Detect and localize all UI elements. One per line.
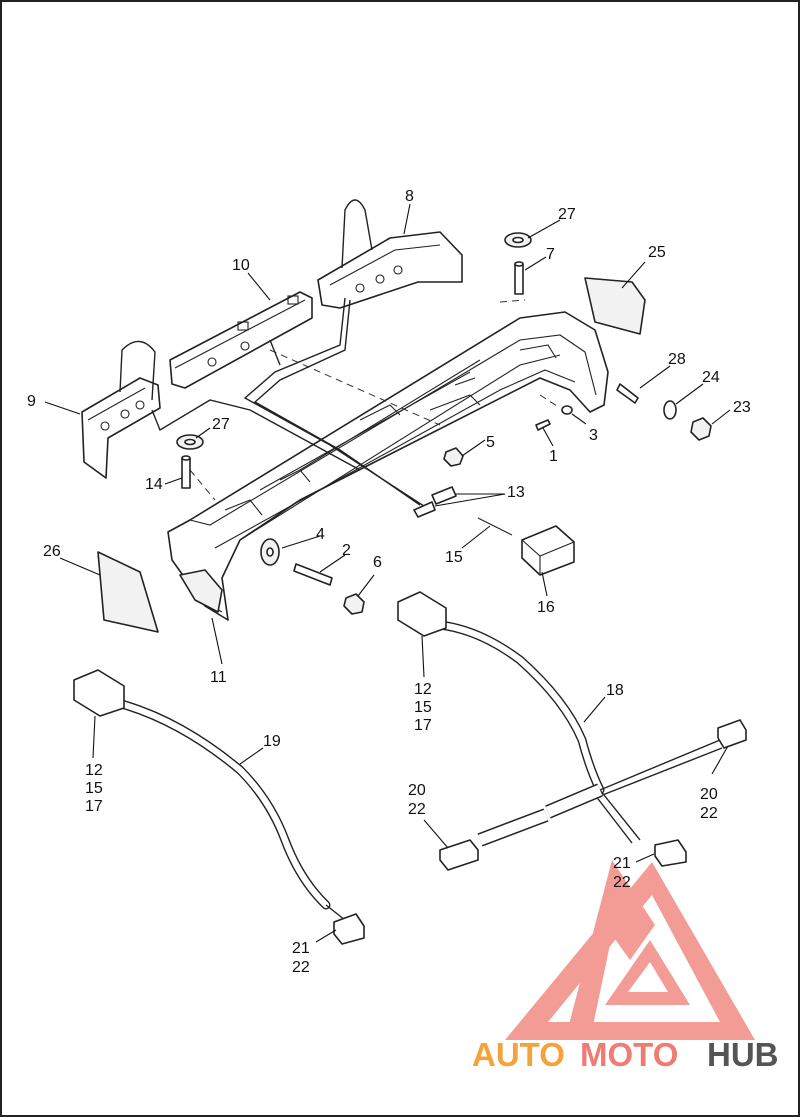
terminal-pin-15 [477,517,513,536]
callout-19-bottom-l1: 21 [292,940,310,957]
watermark-moto: MOTO [580,1036,678,1073]
watermark-auto: AUTO [472,1036,565,1073]
callout-13: 13 [507,484,525,501]
washer-4 [260,538,280,566]
callout-18-bottom-l2: 22 [613,874,631,891]
pad-26 [97,551,159,633]
callout-23: 23 [733,399,751,416]
connector-18-top [397,591,447,637]
light-assembly-right [317,231,463,309]
callout-group-18-top: 12 15 17 [414,681,436,734]
callout-18: 18 [606,682,624,699]
callout-7: 7 [546,246,555,263]
callout-27-top: 27 [558,206,576,223]
callout-19-top-l1: 12 [85,762,103,779]
light-wire-main-2 [253,299,421,506]
harness-18 [397,591,747,871]
callout-18-top-l3: 17 [414,717,432,734]
callout-18-left-l1: 20 [408,782,426,799]
screw-1 [535,419,551,431]
callout-28: 28 [668,351,686,368]
callout-10: 10 [232,257,250,274]
callout-18-right-l2: 22 [700,805,718,822]
washer-24 [663,400,677,420]
nut-23 [690,417,712,441]
nut-6 [343,593,365,615]
light-wire-main [243,297,431,511]
callout-11: 11 [210,669,227,686]
light-wire-loop-left [119,340,156,401]
connector-19-bottom [333,913,365,945]
pin-7 [514,261,524,295]
callout-9: 9 [27,393,36,410]
washer-27-left [176,434,204,450]
callout-27-left: 27 [212,416,230,433]
callout-4: 4 [316,526,325,543]
callout-5: 5 [486,434,495,451]
callout-25: 25 [648,244,666,261]
guide-line-4 [539,394,561,409]
watermark-text: AUTO MOTO HUB [472,1036,779,1073]
nut-5 [443,447,464,467]
callout-18-top-l2: 15 [414,699,432,716]
watermark-hub: HUB [707,1036,779,1073]
washer-3 [561,405,573,415]
callout-3: 3 [589,427,598,444]
terminals-13 [413,486,457,518]
light-wire-left [151,399,361,471]
leader-lines [44,203,731,943]
callout-16: 16 [537,599,555,616]
light-assembly-center [169,291,313,389]
stud-28 [616,383,639,404]
connector-18-bottom [654,839,687,867]
callout-2: 2 [342,542,351,559]
guide-line-2 [499,299,526,303]
harness-19 [73,669,365,945]
watermark-logo [505,860,755,1040]
callout-19-bottom-l2: 22 [292,959,310,976]
callout-labels: 8 9 10 27 7 25 28 24 23 3 1 5 27 14 13 4… [27,188,751,976]
callout-18-bottom-l1: 21 [613,855,631,872]
washer-27-top [504,232,532,248]
pin-14 [181,455,191,489]
callout-14: 14 [145,476,163,493]
callout-15: 15 [445,549,463,566]
connector-16 [521,525,575,576]
callout-group-18-bottom: 21 22 [613,855,635,891]
light-assembly-left [81,377,161,479]
callout-group-18-right: 20 22 [700,786,722,822]
callout-8: 8 [405,188,414,205]
callout-26: 26 [43,543,61,560]
pad-25 [584,277,646,335]
callout-group-19-top: 12 15 17 [85,762,107,815]
callout-19-top-l3: 17 [85,798,103,815]
callout-group-19-bottom: 21 22 [292,940,314,976]
callout-19: 19 [263,733,281,750]
connector-18-right [717,719,747,749]
callout-19-top-l2: 15 [85,780,103,797]
callout-6: 6 [373,554,382,571]
guide-line-3 [189,469,216,501]
callout-18-right-l1: 20 [700,786,718,803]
callout-group-18-left: 20 22 [408,782,430,818]
stud-2 [293,563,333,586]
callout-1: 1 [549,448,558,465]
light-wire-loop-right [341,199,373,269]
light-wire-center [269,339,281,366]
callout-18-top-l1: 12 [414,681,432,698]
callout-24: 24 [702,369,720,386]
connector-18-left [439,839,479,871]
callout-18-left-l2: 22 [408,801,426,818]
connector-19-top [73,669,125,717]
